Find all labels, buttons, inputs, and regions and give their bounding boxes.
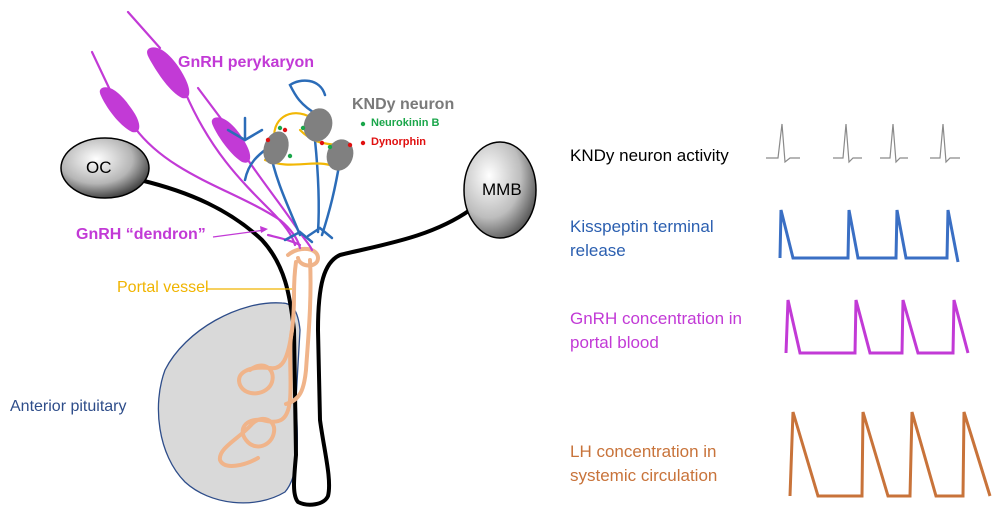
kndy-neuron-label: KNDy neuron — [352, 96, 455, 113]
lh-systemic-line1: LH concentration in — [570, 442, 717, 461]
kisspeptin-release-label: Kisspeptin terminal release — [570, 215, 714, 263]
portal-vessel-drawing — [217, 246, 321, 468]
mmb-shape — [463, 141, 537, 239]
anterior-pituitary-shape — [157, 302, 301, 504]
kisspeptin-release-trace — [778, 209, 960, 263]
gnrh-dendron-label: GnRH “dendron” — [76, 226, 206, 243]
gnrh-portal-line1: GnRH concentration in — [570, 309, 742, 328]
oc-label: OC — [86, 158, 112, 177]
gnrh-neurons — [90, 10, 314, 252]
gnrh-cell-bodies — [99, 47, 251, 163]
mmb-label: MMB — [482, 180, 522, 199]
oc-shape — [60, 137, 150, 199]
gnrh-portal-trace — [784, 299, 970, 355]
anterior-pituitary-label: Anterior pituitary — [10, 398, 127, 415]
gnrh-portal-line2: portal blood — [570, 333, 659, 352]
kisspeptin-release-line2: release — [570, 241, 626, 260]
lh-systemic-trace — [788, 411, 992, 498]
gnrh-dendron-arrow — [212, 229, 266, 238]
gnrh-portal-label: GnRH concentration in portal blood — [570, 307, 742, 355]
neurokinin-b-label: Neurokinin B — [371, 117, 440, 129]
kndy-peptide-dots — [265, 121, 366, 159]
kndy-activity-label: KNDy neuron activity — [570, 146, 729, 165]
portal-vessel-label: Portal vessel — [117, 279, 209, 296]
kndy-activity-trace — [766, 123, 960, 164]
gnrh-dendron-arrowhead — [260, 226, 268, 233]
lh-systemic-line2: systemic circulation — [570, 466, 718, 485]
hypothalamus-outline — [138, 178, 472, 507]
lh-systemic-label: LH concentration in systemic circulation — [570, 440, 717, 488]
gnrh-perikaryon-label: GnRH perykaryon — [178, 54, 315, 71]
dynorphin-label: Dynorphin — [371, 136, 426, 148]
kisspeptin-release-line1: Kisspeptin terminal — [570, 217, 714, 236]
